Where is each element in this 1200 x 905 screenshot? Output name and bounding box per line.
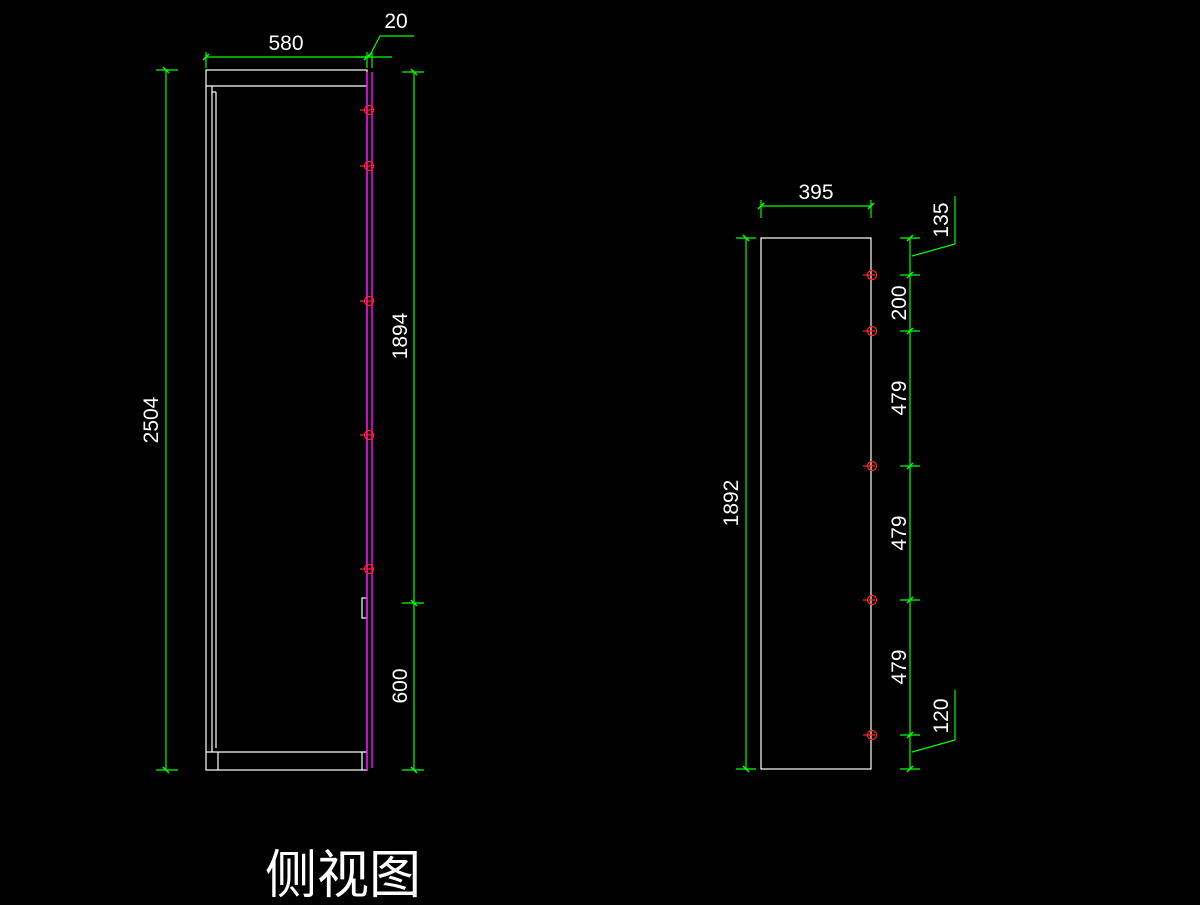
door-view: 395 1892 (720, 181, 956, 773)
side-hinges (360, 104, 375, 575)
hinge-icon (360, 160, 375, 172)
dim-bottom-offset-label: 120 (930, 698, 953, 733)
dim-right-chain (402, 68, 424, 774)
dim-door-height (736, 234, 756, 773)
dim-spacing-2-label: 479 (888, 515, 911, 550)
door-edge (366, 72, 373, 770)
hinge-icon (360, 563, 375, 575)
door-panel-outline (760, 237, 872, 770)
hinge-icon (863, 269, 878, 281)
hinge-icon (863, 460, 878, 472)
dim-upper-height-label: 1894 (389, 312, 412, 359)
drawing-title: 侧视图 (265, 846, 421, 905)
dim-door-thickness (356, 35, 414, 68)
dim-door-height-label: 1892 (720, 480, 743, 527)
dim-total-height-label: 2504 (140, 396, 163, 443)
hinge-icon (360, 295, 375, 307)
hinge-icon (863, 325, 878, 337)
hinge-icon (360, 104, 375, 116)
dim-width (202, 52, 371, 68)
dim-door-thickness-label: 20 (384, 10, 407, 33)
dim-lower-height-label: 600 (389, 668, 412, 703)
dim-first-spacing-label: 200 (888, 285, 911, 320)
hinge-icon (863, 729, 878, 741)
hinge-icon (863, 594, 878, 606)
dim-spacing-3-label: 479 (888, 649, 911, 684)
side-view: 580 20 2504 1894 600 (140, 10, 424, 774)
door-hinges (863, 269, 878, 741)
hinge-icon (360, 429, 375, 441)
cabinet-outline (205, 69, 368, 771)
dim-total-height (156, 66, 178, 774)
dim-spacing-1-label: 479 (888, 380, 911, 415)
dim-hinge-chain (900, 196, 956, 773)
dim-width-label: 580 (268, 32, 303, 55)
dim-door-width (757, 200, 875, 218)
dim-top-offset-label: 135 (930, 202, 953, 237)
dim-door-width-label: 395 (798, 181, 833, 204)
